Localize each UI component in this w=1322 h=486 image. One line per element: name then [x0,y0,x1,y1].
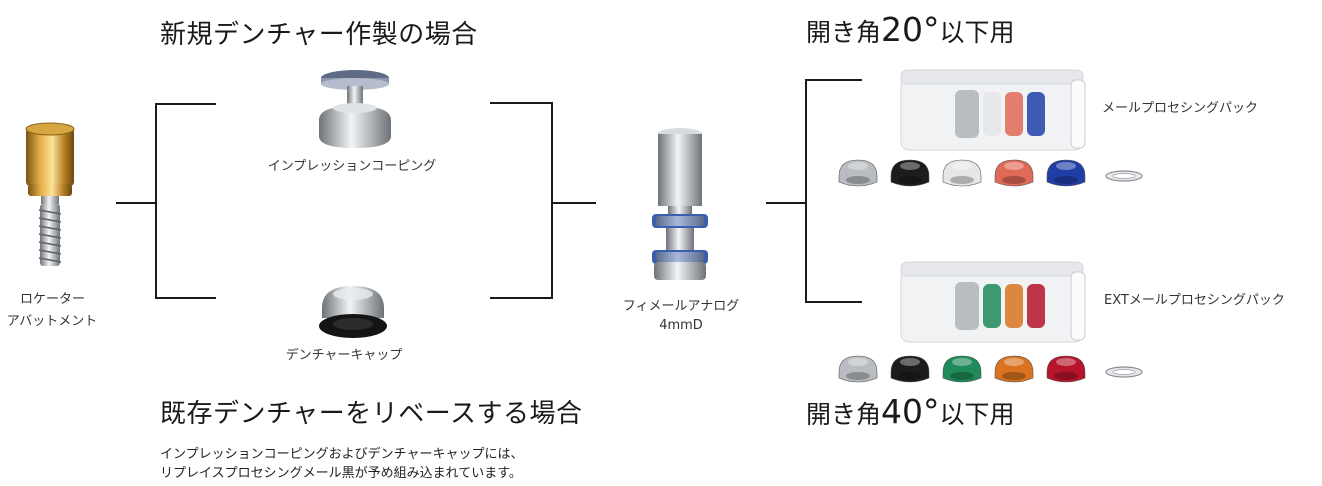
male-processing-pack-image [900,69,1086,151]
angle-prefix: 開き角 [806,400,882,429]
pack-insert-1 [983,284,1001,328]
impression-coping-image [319,70,391,148]
washer-ring [1105,170,1143,182]
heading-existing-denture: 既存デンチャーをリベースする場合 [160,399,583,429]
angle-heading-20: 開き角20°以下用 [806,10,1015,49]
male-cap-1 [838,159,878,187]
angle-suffix: 以下用 [939,18,1015,47]
footnote-line2: リプレイスプロセシングメール黒が予め組み込まれています。 [160,466,522,481]
denture-cap-image [319,286,387,338]
pack-insert-1 [983,92,1001,136]
impression-coping-label: インプレッションコーピング [267,159,437,174]
male-pack-label: メールプロセシングパック [1102,101,1259,116]
analog-label-line1: フィメールアナログ [622,299,740,314]
pack-insert-2 [1005,92,1023,136]
footnote-line1: インプレッションコーピングおよびデンチャーキャップには、 [160,447,524,462]
ext-male-processing-pack-image [900,261,1086,343]
angle-prefix: 開き角 [806,18,882,47]
male-caps-row-ext [838,355,1143,383]
footnote: インプレッションコーピングおよびデンチャーキャップには、 リプレイスプロセシング… [160,445,600,483]
heading-new-denture: 新規デンチャー作製の場合 [160,20,478,50]
angle-value: 40° [881,392,940,431]
male-cap-4 [994,355,1034,383]
pack-insert-3 [1027,92,1045,136]
angle-suffix: 以下用 [939,400,1015,429]
male-cap-5 [1046,159,1086,187]
pack-holder [955,90,979,138]
denture-cap-label: デンチャーキャップ [285,348,403,363]
angle-value: 20° [881,10,940,49]
male-caps-row-standard [838,159,1143,187]
female-analog-image [652,128,708,280]
male-cap-5 [1046,355,1086,383]
locator-abutment-image [25,122,75,266]
angle-heading-40: 開き角40°以下用 [806,392,1015,431]
male-cap-4 [994,159,1034,187]
pack-holder [955,282,979,330]
male-cap-2 [890,355,930,383]
ext-male-pack-label: EXTメールプロセシングパック [1104,293,1285,308]
male-cap-2 [890,159,930,187]
male-cap-3 [942,355,982,383]
abutment-label-line1: ロケーター [20,292,86,307]
abutment-label-line2: アバットメント [6,314,98,329]
male-cap-1 [838,355,878,383]
pack-insert-3 [1027,284,1045,328]
washer-ring [1105,366,1143,378]
analog-label-line2: 4mmD [659,318,703,333]
male-cap-3 [942,159,982,187]
pack-insert-2 [1005,284,1023,328]
